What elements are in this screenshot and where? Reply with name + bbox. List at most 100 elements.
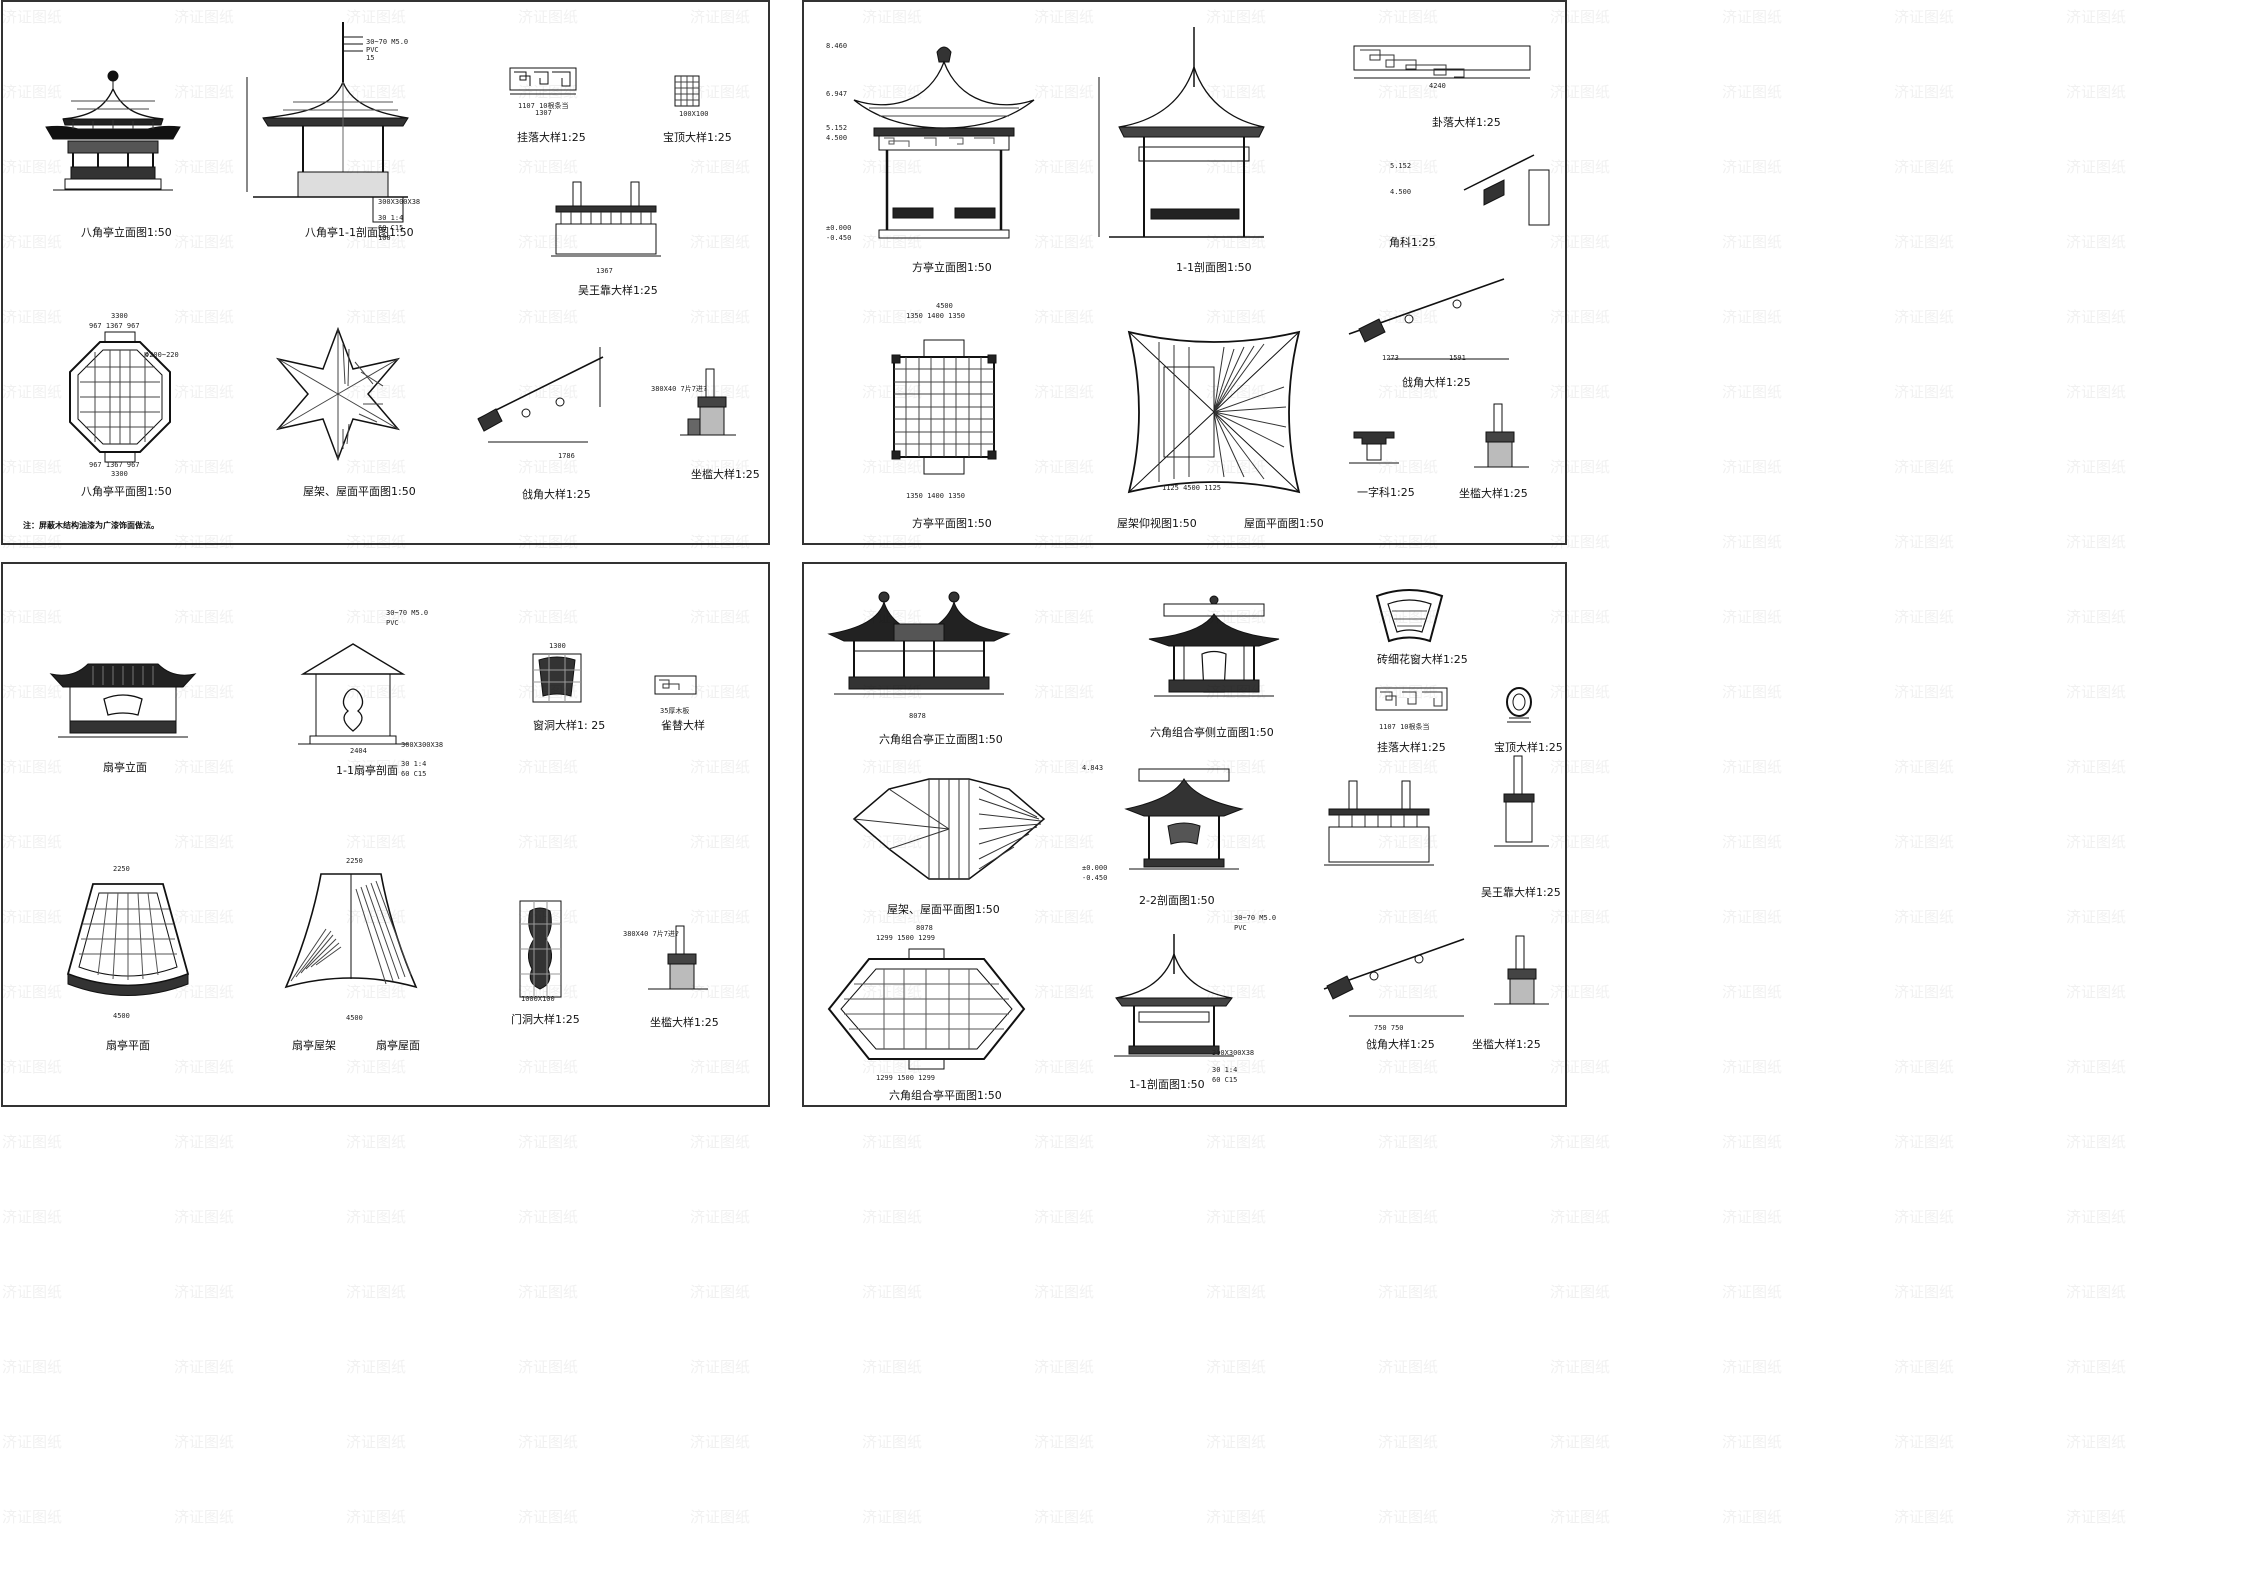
dim-plan-col: Φ200~220: [145, 351, 179, 359]
watermark-text: 济证图纸: [1722, 833, 1783, 851]
dim-hex-sec-h3: -0.450: [1082, 874, 1108, 882]
watermark-text: 济证图纸: [2066, 1208, 2127, 1226]
caption-hex-side-elevation: 六角组合亭侧立面图1:50: [1150, 726, 1274, 739]
hex-finial-drawing: [1504, 684, 1534, 724]
watermark-text: 济证图纸: [346, 1508, 407, 1526]
caption-fan-plan: 扇亭平面: [106, 1039, 150, 1052]
caption-hex-eave-corner: 戗角大样1:25: [1366, 1038, 1435, 1051]
watermark-text: 济证图纸: [346, 1433, 407, 1451]
octagonal-roof-plan-drawing: [273, 324, 403, 464]
fan-section-drawing: [298, 639, 408, 759]
dim-hex-plan-seg-b: 1299 1500 1299: [876, 1074, 936, 1082]
watermark-text: 济证图纸: [2066, 233, 2127, 251]
watermark-text: 济证图纸: [1722, 1208, 1783, 1226]
watermark-text: 济证图纸: [2066, 1283, 2127, 1301]
dim-section-layers-1: 30~70 M5.0: [366, 38, 409, 46]
watermark-text: 济证图纸: [1894, 983, 1955, 1001]
fan-roof-drawing: [281, 869, 421, 999]
watermark-text: 济证图纸: [1894, 458, 1955, 476]
watermark-text: 济证图纸: [1894, 383, 1955, 401]
dim-bench-back: 1367: [596, 267, 613, 275]
watermark-text: 济证图纸: [1034, 1133, 1095, 1151]
dim-sq-roof-w: 1125 4500 1125: [1162, 484, 1222, 492]
watermark-text: 济证图纸: [862, 1208, 923, 1226]
dim-bracket-a: 5.152: [1390, 162, 1412, 170]
watermark-text: 济证图纸: [1550, 1283, 1611, 1301]
watermark-text: 济证图纸: [690, 1283, 751, 1301]
watermark-text: 济证图纸: [690, 1208, 751, 1226]
caption-square-eave-corner: 戗角大样1:25: [1402, 376, 1471, 389]
watermark-text: 济证图纸: [2066, 158, 2127, 176]
caption-octagonal-section: 八角亭1-1剖面图1:50: [305, 226, 414, 239]
caption-fan-seat: 坐槛大样1:25: [650, 1016, 719, 1029]
dim-plan-bottom: 967 1367 967: [89, 461, 140, 469]
watermark-text: 济证图纸: [2, 1208, 63, 1226]
hex-section-2-drawing: [1124, 764, 1244, 884]
watermark-text: 济证图纸: [2066, 308, 2127, 326]
dim-sq-h3: 5.152: [826, 124, 848, 132]
door-opening-drawing: [518, 899, 563, 999]
dim-hanging-width: 1307: [535, 109, 552, 117]
dim-section-layers-3: 15: [366, 54, 375, 62]
watermark-text: 济证图纸: [1894, 1433, 1955, 1451]
watermark-text: 济证图纸: [1894, 608, 1955, 626]
watermark-text: 济证图纸: [1722, 158, 1783, 176]
dim-sq-h5: ±0.000: [826, 224, 852, 232]
octagonal-elevation-drawing: [43, 67, 183, 197]
watermark-text: 济证图纸: [2, 1283, 63, 1301]
hex-eave-corner-drawing: [1319, 934, 1469, 1024]
watermark-text: 济证图纸: [690, 1508, 751, 1526]
dim-hex-layers-1: 30~70 M5.0: [1234, 914, 1277, 922]
hex-front-elevation-drawing: [824, 589, 1014, 709]
watermark-text: 济证图纸: [690, 1433, 751, 1451]
seat-drawing: [678, 367, 738, 447]
caption-hex-section-2: 2-2剖面图1:50: [1139, 894, 1215, 907]
fan-bracket-drawing: [653, 674, 698, 704]
watermark-text: 济证图纸: [1378, 1208, 1439, 1226]
caption-fan-bracket: 雀替大样: [661, 719, 705, 732]
bench-back-drawing: [551, 180, 661, 270]
watermark-text: 济证图纸: [174, 1133, 235, 1151]
watermark-text: 济证图纸: [518, 1433, 579, 1451]
watermark-text: 济证图纸: [1722, 458, 1783, 476]
watermark-text: 济证图纸: [2, 1133, 63, 1151]
hex-bench-back-drawing: [1324, 779, 1434, 874]
dim-sq-corner-a: 1273: [1382, 354, 1399, 362]
watermark-text: 济证图纸: [1034, 1508, 1095, 1526]
watermark-text: 济证图纸: [346, 1358, 407, 1376]
dim-sq-plan-w: 4500: [936, 302, 953, 310]
caption-fan-roof: 扇亭屋面: [376, 1039, 420, 1052]
dim-eave-corner: 1786: [558, 452, 575, 460]
watermark-text: 济证图纸: [518, 1208, 579, 1226]
watermark-text: 济证图纸: [1206, 1208, 1267, 1226]
square-eave-corner-drawing: [1339, 274, 1509, 364]
watermark-text: 济证图纸: [1722, 1133, 1783, 1151]
dim-fan-layers-1: 30~70 M5.0: [386, 609, 429, 617]
sheet-octagonal-pavilion: 八角亭立面图1:50 30~70 M5.0 PVC 15 300X300X38 …: [1, 0, 770, 545]
watermark-text: 济证图纸: [1722, 608, 1783, 626]
caption-hex-bench-back: 吴王靠大样1:25: [1481, 886, 1561, 899]
hex-hanging-screen-drawing: [1374, 684, 1449, 724]
square-seat-drawing: [1474, 402, 1529, 477]
watermark-text: 济证图纸: [1722, 1508, 1783, 1526]
watermark-text: 济证图纸: [1722, 683, 1783, 701]
caption-hex-section-1: 1-1剖面图1:50: [1129, 1078, 1205, 1091]
dim-hex-foot-1: 300X300X38: [1212, 1049, 1255, 1057]
watermark-text: 济证图纸: [2066, 1358, 2127, 1376]
watermark-text: 济证图纸: [1894, 908, 1955, 926]
dim-hex-corner: 750 750: [1374, 1024, 1404, 1032]
caption-hex-hanging-screen: 挂落大样1:25: [1377, 741, 1446, 754]
sheet-note: 注：屏蔽木结构油漆为广漆饰面做法。: [23, 521, 159, 530]
watermark-text: 济证图纸: [1206, 1508, 1267, 1526]
hex-side-elevation-drawing: [1144, 594, 1284, 709]
watermark-text: 济证图纸: [174, 1358, 235, 1376]
watermark-text: 济证图纸: [2066, 1433, 2127, 1451]
caption-fan-section: 1-1扇亭剖面: [336, 764, 398, 777]
watermark-text: 济证图纸: [2, 1508, 63, 1526]
watermark-text: 济证图纸: [1722, 908, 1783, 926]
watermark-text: 济证图纸: [1722, 983, 1783, 1001]
watermark-text: 济证图纸: [1894, 83, 1955, 101]
octagonal-plan-drawing: [65, 332, 175, 462]
fan-plan-drawing: [63, 879, 193, 999]
square-plan-drawing: [889, 332, 999, 492]
